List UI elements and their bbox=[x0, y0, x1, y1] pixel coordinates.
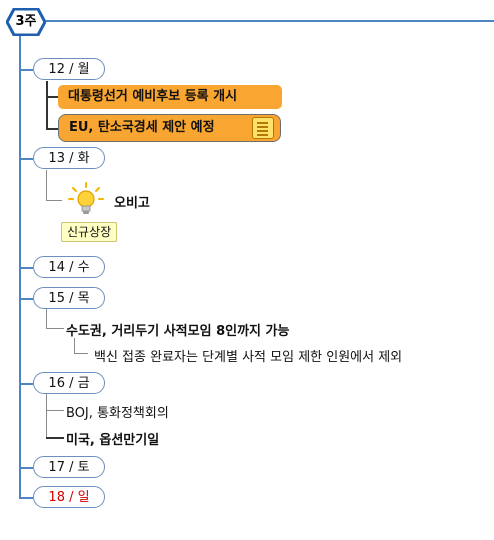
lightbulb-icon bbox=[68, 182, 104, 214]
topic-capital-distancing[interactable]: 수도권, 거리두기 사적모임 8인까지 가능 bbox=[66, 324, 290, 339]
thu-sub-h bbox=[74, 353, 88, 354]
root-top-line bbox=[46, 20, 494, 22]
memo-icon[interactable] bbox=[252, 117, 274, 139]
day-node-thu[interactable]: 15 / 목 bbox=[33, 287, 105, 309]
day-node-tue[interactable]: 13 / 화 bbox=[33, 147, 105, 169]
fri-child1-h bbox=[46, 410, 64, 411]
day-node-fri[interactable]: 16 / 금 bbox=[33, 372, 105, 394]
branch-fri-h bbox=[19, 383, 33, 385]
topic-eu-carbon-tax[interactable]: EU, 탄소국경세 제안 예정 bbox=[58, 114, 281, 142]
main-trunk-line bbox=[19, 36, 21, 497]
fri-child2-h bbox=[46, 437, 64, 439]
mon-child2-h bbox=[46, 128, 58, 130]
branch-thu-h bbox=[19, 298, 33, 300]
root-hexagon-shape bbox=[6, 8, 46, 36]
root-node-week[interactable]: 3주 bbox=[6, 8, 46, 36]
day-node-mon[interactable]: 12 / 월 bbox=[33, 58, 105, 80]
topic-us-options-expiry[interactable]: 미국, 옵션만기일 bbox=[66, 433, 160, 448]
branch-mon-h bbox=[19, 69, 33, 71]
tag-new-listing[interactable]: 신규상장 bbox=[61, 222, 118, 242]
topic-obigo[interactable]: 오비고 bbox=[114, 196, 150, 211]
topic-vaccine-exemption[interactable]: 백신 접종 완료자는 단계별 사적 모임 제한 인원에서 제외 bbox=[94, 350, 403, 365]
day-node-wed[interactable]: 14 / 수 bbox=[33, 256, 105, 278]
thu-child1-h bbox=[46, 328, 64, 329]
day-node-sat[interactable]: 17 / 토 bbox=[33, 456, 105, 478]
topic-presidential-registration[interactable]: 대통령선거 예비후보 등록 개시 bbox=[58, 85, 282, 109]
thu-sub-line bbox=[74, 338, 75, 354]
branch-sat-h bbox=[19, 467, 33, 469]
branch-tue-h bbox=[19, 158, 33, 160]
fri-children-line bbox=[46, 394, 47, 438]
day-node-sun[interactable]: 18 / 일 bbox=[33, 486, 105, 508]
tue-child1-h bbox=[46, 200, 62, 201]
tue-children-line bbox=[46, 170, 47, 201]
mon-child1-h bbox=[46, 96, 58, 98]
branch-sun-h bbox=[19, 497, 33, 499]
branch-wed-h bbox=[19, 267, 33, 269]
thu-children-line bbox=[46, 309, 47, 329]
mon-children-line bbox=[46, 81, 48, 129]
branch-mon bbox=[19, 62, 21, 70]
topic-boj-meeting[interactable]: BOJ, 통화정책회의 bbox=[66, 406, 169, 421]
topic-eu-carbon-tax-label: EU, 탄소국경세 제안 예정 bbox=[69, 120, 215, 135]
root-label: 3주 bbox=[15, 14, 37, 29]
